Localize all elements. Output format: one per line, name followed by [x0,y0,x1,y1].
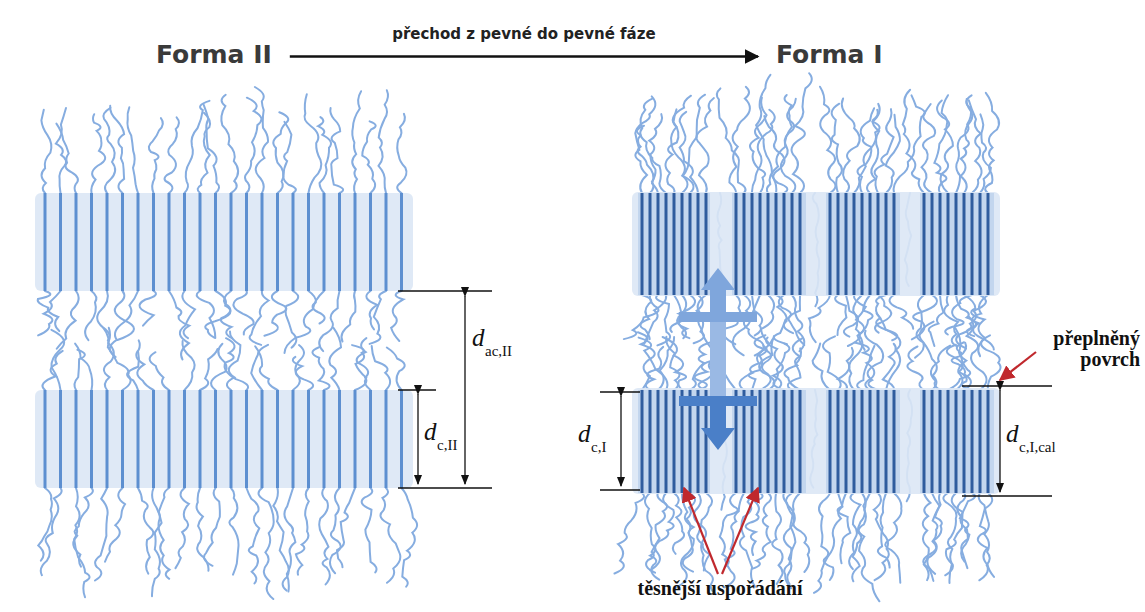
form-name: Forma II [156,40,272,69]
dimension-symbol: d [578,420,591,448]
dimension-symbol: d [1006,420,1019,448]
form-name: Forma I [776,40,883,69]
callout-text: těsnější uspořádání [637,578,802,599]
dimension-subscript: c,I,cal [1019,439,1056,456]
arrow-label: přechod z pevné do pevné fáze [389,25,658,43]
dimension-subscript: c,I [591,439,606,456]
dimension-subscript: c,II [437,437,457,454]
dimension-symbol: d [472,324,485,352]
dimension-symbol: d [424,418,437,446]
form-title: Forma I [772,38,887,71]
dimension-subscript: ac,II [485,343,512,360]
transition-arrow [290,55,758,58]
form-title: Forma II [152,38,276,71]
callout-text: přeplněný povrch [1040,328,1140,370]
